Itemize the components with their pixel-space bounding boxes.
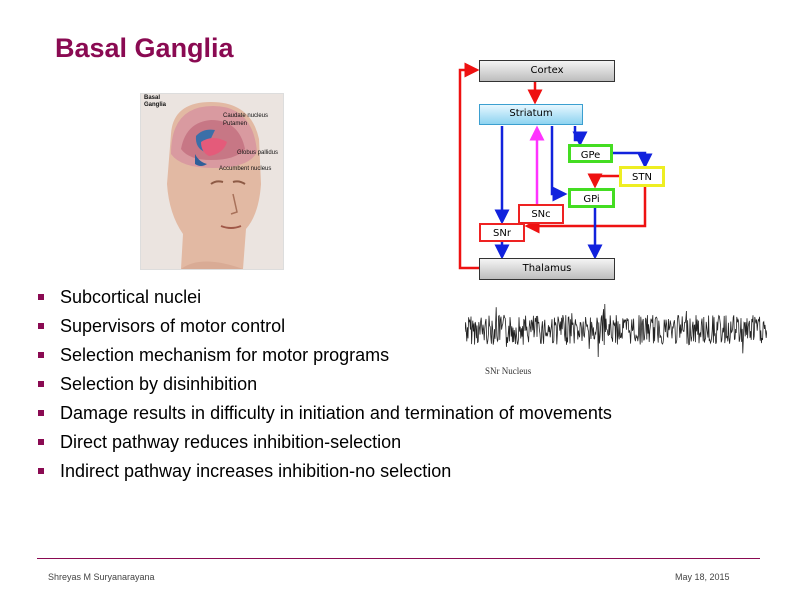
list-item: Indirect pathway increases inhibition-no… (35, 457, 612, 486)
bullet-marker (38, 323, 44, 329)
slide-title: Basal Ganglia (55, 33, 234, 63)
footer-divider (37, 558, 760, 559)
node-gpe: GPe (568, 144, 613, 163)
list-item-text: Supervisors of motor control (60, 316, 286, 336)
bullet-marker (38, 410, 44, 416)
list-item: Selection mechanism for motor programs (35, 341, 612, 370)
list-item: Selection by disinhibition (35, 370, 612, 399)
bullet-marker (38, 381, 44, 387)
brain-heading-line1: Basal (144, 95, 161, 101)
node-thalamus: Thalamus (479, 258, 615, 280)
list-item: Supervisors of motor control (35, 312, 612, 341)
list-item: Subcortical nuclei (35, 283, 612, 312)
label-accumbent: Accumbent nucleus (219, 166, 272, 172)
node-gpi: GPi (568, 188, 615, 208)
head-drawing (141, 94, 283, 269)
footer-author: Shreyas M Suryanarayana (48, 572, 155, 582)
list-item-text: Selection by disinhibition (60, 374, 258, 394)
label-globus-pallidus: Globus pallidus (237, 150, 279, 156)
node-cortex: Cortex (479, 60, 615, 82)
bullet-marker (38, 352, 44, 358)
circuit-arrows (458, 62, 653, 270)
label-putamen: Putamen (223, 121, 248, 127)
list-item-text: Damage results in difficulty in initiati… (60, 403, 612, 423)
brain-heading-line2: Ganglia (144, 102, 167, 108)
brain-illustration: Basal Ganglia Caudate nucleus Putamen Gl… (140, 93, 284, 270)
label-caudate: Caudate nucleus (223, 113, 269, 119)
list-item: Damage results in difficulty in initiati… (35, 399, 612, 428)
list-item-text: Selection mechanism for motor programs (60, 345, 390, 365)
bullet-marker (38, 468, 44, 474)
list-item-text: Indirect pathway increases inhibition-no… (60, 461, 452, 481)
node-striatum: Striatum (479, 104, 583, 125)
node-snc: SNc (518, 204, 564, 224)
bullet-marker (38, 294, 44, 300)
bullet-list: Subcortical nuclei Supervisors of motor … (35, 283, 612, 486)
snr-signal-trace (465, 303, 767, 358)
list-item: Direct pathway reduces inhibition-select… (35, 428, 612, 457)
list-item-text: Subcortical nuclei (60, 287, 202, 307)
footer-date: May 18, 2015 (675, 572, 730, 582)
signal-caption: SNr Nucleus (485, 366, 532, 376)
circuit-diagram: Cortex Striatum GPe STN GPi SNc SNr Thal… (455, 58, 670, 283)
node-stn: STN (619, 166, 665, 187)
bullet-marker (38, 439, 44, 445)
node-snr: SNr (479, 223, 525, 242)
list-item-text: Direct pathway reduces inhibition-select… (60, 432, 402, 452)
